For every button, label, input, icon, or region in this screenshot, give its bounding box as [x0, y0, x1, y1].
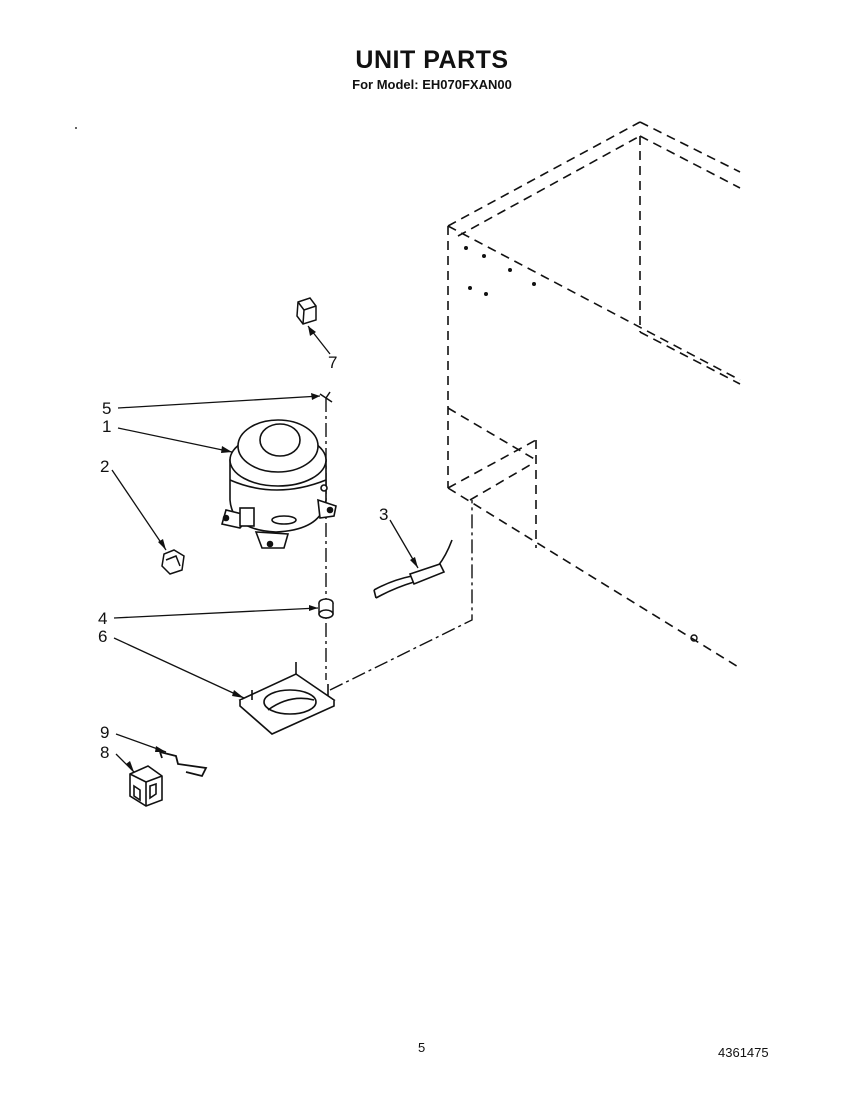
leader-1 — [117, 427, 233, 453]
part-5-clip — [319, 391, 333, 403]
cabinet-holes — [464, 246, 698, 642]
part-9-wire-clip — [159, 751, 208, 778]
document-number: 4361475 — [718, 1045, 769, 1060]
callout-5: 5 — [102, 399, 111, 418]
model-subtitle: For Model: EH070FXAN00 — [352, 77, 512, 92]
page-title: UNIT PARTS — [355, 46, 509, 74]
part-7-relay — [296, 297, 317, 325]
callout-2: 2 — [100, 457, 109, 476]
part-1-compressor — [220, 419, 337, 549]
part-4-washer — [318, 598, 334, 619]
callout-1: 1 — [102, 417, 111, 436]
registration-dot — [75, 127, 77, 129]
cabinet-outline — [447, 121, 741, 669]
part-3-sensor — [373, 539, 453, 599]
leader-4 — [113, 607, 319, 619]
callout-6: 6 — [98, 627, 107, 646]
part-8-overload — [129, 765, 163, 807]
leader-5 — [117, 395, 321, 409]
leader-2 — [111, 469, 167, 551]
part-2-grommet — [161, 549, 185, 575]
leader-6 — [113, 637, 245, 699]
tubing-path — [325, 398, 473, 691]
callout-8: 8 — [100, 743, 109, 762]
callout-7: 7 — [328, 353, 337, 372]
callout-9: 9 — [100, 723, 109, 742]
callout-4: 4 — [98, 609, 107, 628]
leader-arrowheads — [126, 326, 418, 772]
part-6-base-plate — [238, 662, 336, 735]
callout-3: 3 — [379, 505, 388, 524]
page-number: 5 — [418, 1040, 426, 1055]
